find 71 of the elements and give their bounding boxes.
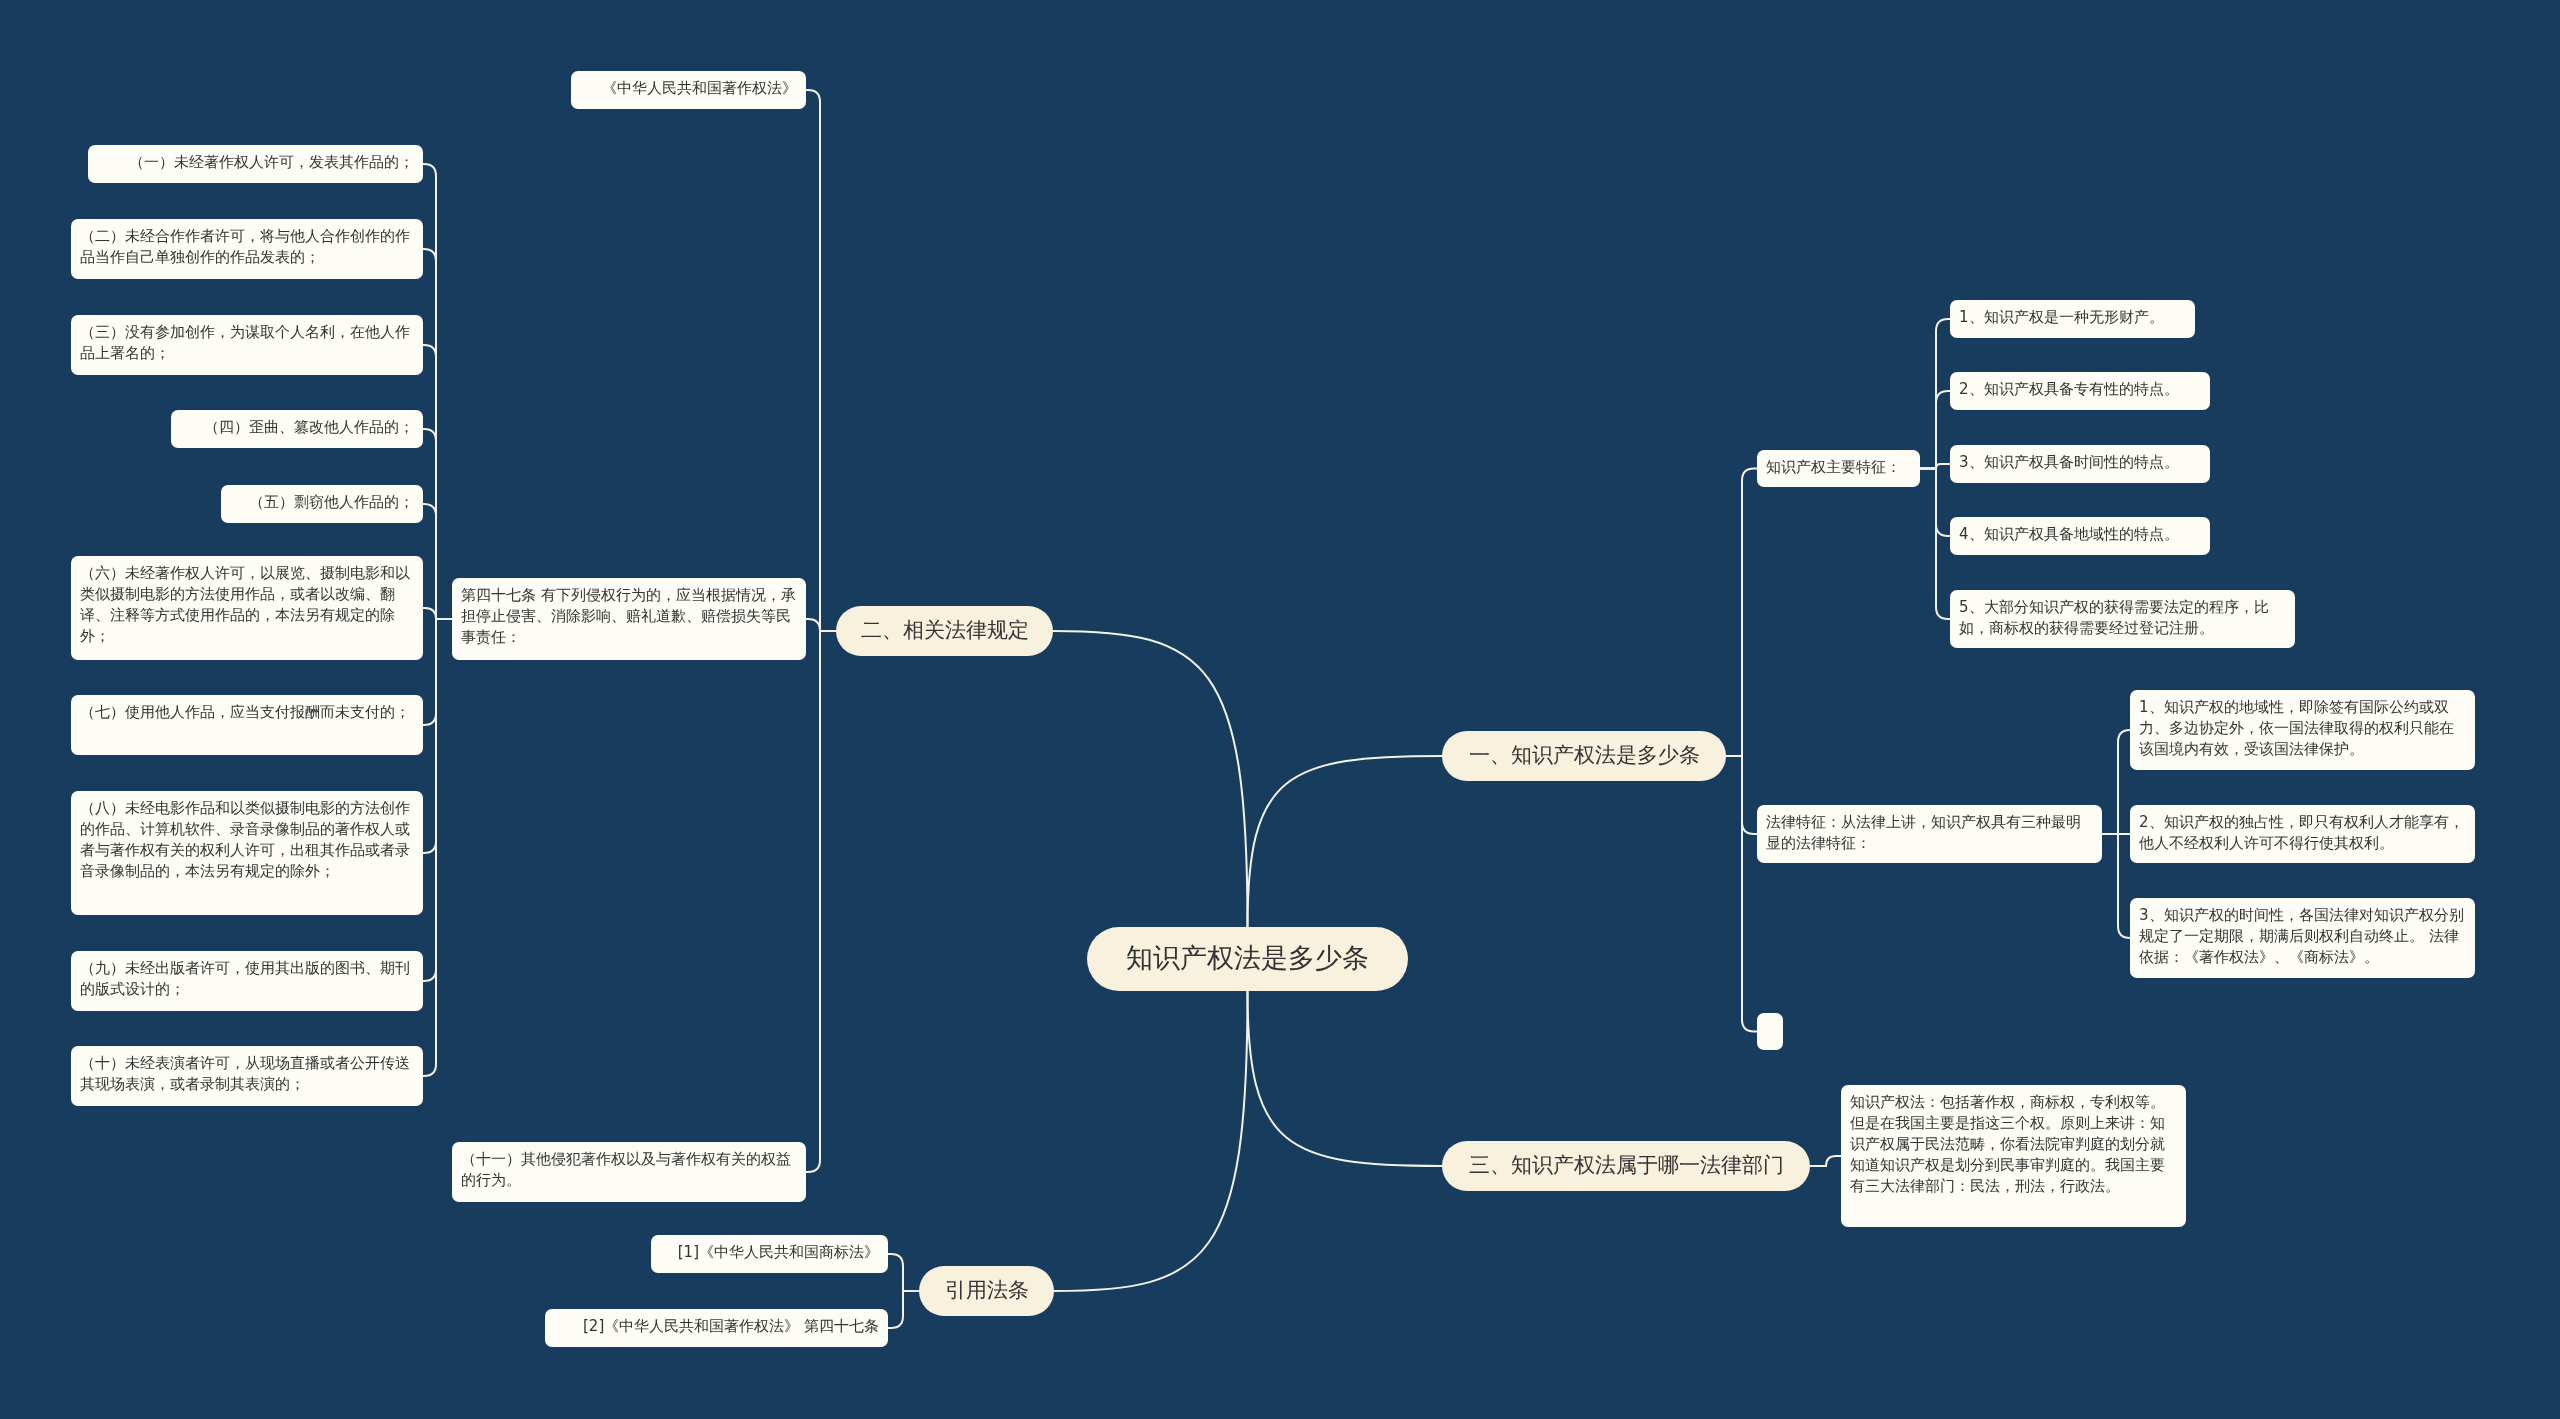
connector-line bbox=[2101, 833, 2131, 939]
topic-text: （一）未经著作权人许可，发表其作品的； bbox=[128, 152, 414, 173]
branch-topic bbox=[1442, 1141, 1810, 1191]
subtopic-box bbox=[71, 695, 423, 755]
connector-line bbox=[887, 1290, 920, 1329]
topic-text: 2、知识产权的独占性，即只有权利人才能享有，他人不经权利人许可不得行使其权利。 bbox=[2139, 812, 2465, 854]
subtopic-box bbox=[1950, 590, 2295, 648]
subtopic-box bbox=[452, 578, 806, 660]
topic-text: （十）未经表演者许可，从现场直播或者公开传送其现场表演，或者录制其表演的； bbox=[80, 1053, 411, 1095]
topic-text: 知识产权主要特征： bbox=[1766, 457, 1902, 478]
subtopic-box bbox=[71, 315, 423, 375]
topic-text: 3、知识产权具备时间性的特点。 bbox=[1959, 452, 2180, 473]
topic-text: 三、知识产权法属于哪一法律部门 bbox=[1467, 1152, 1785, 1179]
topic-text: （六）未经著作权人许可，以展览、摄制电影和以类似摄制电影的方法使用作品，或者以改编、翻译、注释等方式使用作品的，本法另有规定的除外； bbox=[80, 563, 411, 647]
topic-text: 第四十七条 有下列侵权行为的，应当根据情况，承担停止侵害、消除影响、赔礼道歉、赔偿损失等民事责任： bbox=[461, 585, 797, 648]
topic-text: 1、知识产权的地域性，即除签有国际公约或双力、多边协定外，依一国法律取得的权利只能在该国境内有效，受该国法律保护。 bbox=[2139, 697, 2455, 760]
connector-line bbox=[1053, 990, 1249, 1292]
subtopic-box bbox=[2130, 898, 2475, 978]
connector-line bbox=[1725, 755, 1758, 1033]
subtopic-box bbox=[71, 951, 423, 1011]
topic-text: （九）未经出版者许可，使用其出版的图书、期刊的版式设计的； bbox=[80, 958, 411, 1000]
subtopic-box bbox=[1950, 445, 2210, 483]
topic-text: [1]《中华人民共和国商标法》 bbox=[676, 1242, 879, 1263]
subtopic-box bbox=[221, 485, 423, 523]
subtopic-box bbox=[545, 1309, 888, 1347]
branch-topic bbox=[919, 1266, 1054, 1316]
branch-topic bbox=[836, 606, 1053, 656]
topic-text: 一、知识产权法是多少条 bbox=[1467, 742, 1701, 769]
subtopic-box bbox=[171, 410, 423, 448]
topic-text: 法律特征：从法律上讲，知识产权具有三种最明显的法律特征： bbox=[1766, 812, 2082, 854]
subtopic-box bbox=[71, 1046, 423, 1106]
topic-text: 4、知识产权具备地域性的特点。 bbox=[1959, 524, 2180, 545]
subtopic-box bbox=[88, 145, 423, 183]
topic-text: （三）没有参加创作，为谋取个人名利，在他人作品上署名的； bbox=[80, 322, 411, 364]
subtopic-box bbox=[1841, 1085, 2186, 1227]
subtopic-box bbox=[571, 71, 806, 109]
topic-text: 知识产权法是多少条 bbox=[1125, 941, 1370, 975]
subtopic-box bbox=[452, 1142, 806, 1202]
topic-text: 《中华人民共和国著作权法》 bbox=[601, 78, 797, 99]
subtopic-box bbox=[651, 1235, 888, 1273]
empty-box bbox=[1757, 1013, 1783, 1050]
subtopic-box bbox=[71, 219, 423, 279]
subtopic-box bbox=[2130, 805, 2475, 863]
subtopic-box bbox=[1950, 517, 2210, 555]
subtopic-box bbox=[71, 556, 423, 660]
topic-text: 引用法条 bbox=[943, 1277, 1030, 1304]
topic-text: （四）歪曲、篡改他人作品的； bbox=[203, 417, 414, 438]
topic-text: 知识产权法：包括著作权，商标权，专利权等。但是在我国主要是指这三个权。原则上来讲：知识产权属于民法范畴，你看法院审判庭的划分就知道知识产权是划分到民事审判庭的。我国主要有三大法律部门：民法，刑法，行政法。 bbox=[1850, 1092, 2166, 1197]
connector-line bbox=[1809, 1155, 1842, 1167]
topic-text: 3、知识产权的时间性，各国法律对知识产权分别规定了一定期限，期满后则权利自动终止。 法律依据：《著作权法》、《商标法》。 bbox=[2139, 905, 2465, 968]
topic-text: （十一）其他侵犯著作权以及与著作权有关的权益的行为。 bbox=[461, 1149, 792, 1191]
topic-text: （二）未经合作作者许可，将与他人合作创作的作品当作自己单独创作的作品发表的； bbox=[80, 226, 411, 268]
topic-text: （八）未经电影作品和以类似摄制电影的方法创作的作品、计算机软件、录音录像制品的著作权人或者与著作权有关的权利人许可，出租其作品或者录音录像制品的，本法另有规定的除外； bbox=[80, 798, 411, 882]
connector-line bbox=[1246, 990, 1443, 1167]
subtopic-box bbox=[1757, 805, 2102, 863]
topic-text: 1、知识产权是一种无形财产。 bbox=[1959, 307, 2165, 328]
subtopic-box bbox=[71, 791, 423, 915]
topic-text: （七）使用他人作品，应当支付报酬而未支付的； bbox=[80, 702, 411, 723]
topic-text: 二、相关法律规定 bbox=[859, 617, 1030, 644]
connector-line bbox=[1919, 467, 1951, 620]
subtopic-box bbox=[1950, 372, 2210, 410]
subtopic-box bbox=[1757, 450, 1920, 487]
topic-text: 2、知识产权具备专有性的特点。 bbox=[1959, 379, 2180, 400]
branch-topic bbox=[1442, 731, 1726, 781]
topic-text: 5、大部分知识产权的获得需要法定的程序，比如，商标权的获得需要经过登记注册。 bbox=[1959, 597, 2270, 639]
topic-text: [2]《中华人民共和国著作权法》 第四十七条 bbox=[582, 1316, 879, 1337]
connector-line bbox=[1052, 630, 1249, 928]
topic-text: （五）剽窃他人作品的； bbox=[248, 492, 414, 513]
connector-line bbox=[1246, 755, 1443, 928]
subtopic-box bbox=[1950, 300, 2195, 338]
subtopic-box bbox=[2130, 690, 2475, 770]
